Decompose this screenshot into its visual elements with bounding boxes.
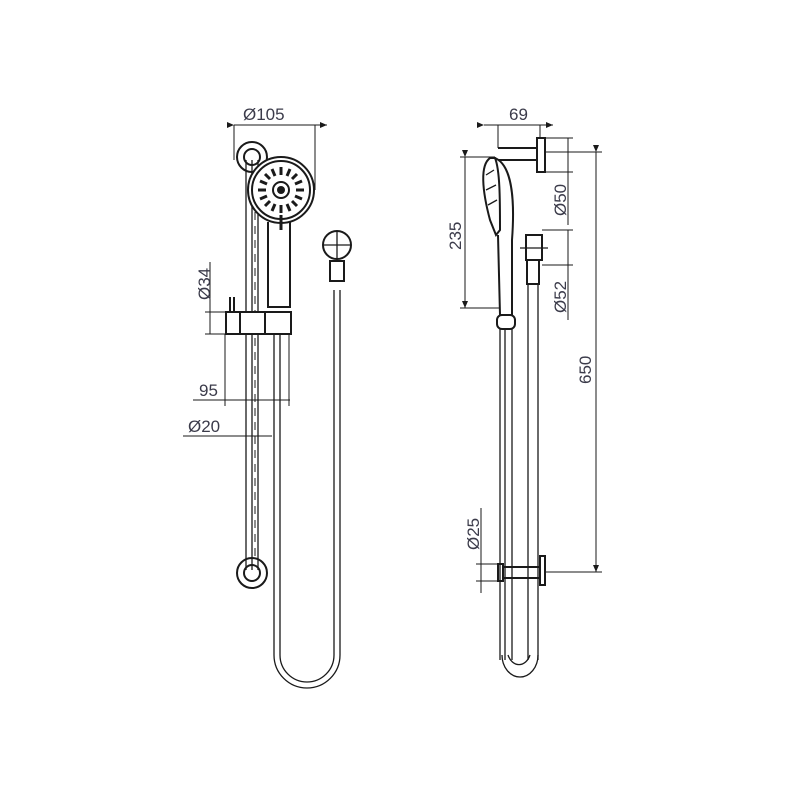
label-d20: Ø20	[188, 417, 220, 436]
dim-20: Ø20	[183, 417, 272, 437]
dim-95: 95	[193, 334, 290, 406]
label-d95: 95	[199, 381, 218, 400]
wall-outlet-icon	[322, 230, 352, 282]
label-d34: Ø34	[195, 268, 214, 300]
label-d52: Ø52	[551, 281, 570, 313]
label-d650: 650	[576, 356, 595, 384]
handle-front	[267, 222, 291, 308]
rail-front	[245, 160, 259, 570]
label-d50: Ø50	[551, 184, 570, 216]
top-bracket-icon	[236, 141, 268, 173]
dim-69: 69	[477, 105, 553, 148]
handset-side	[482, 157, 516, 330]
hose-loop-side	[501, 654, 539, 678]
dim-52: Ø52	[542, 229, 573, 320]
slider-front	[225, 297, 292, 335]
side-bottom-bracket	[497, 555, 546, 586]
outlet-side	[520, 234, 548, 660]
label-d25: Ø25	[464, 518, 483, 550]
side-view: 69 Ø50 235 Ø52 650	[446, 105, 602, 678]
bottom-bracket-icon	[236, 557, 268, 589]
shower-head-icon	[247, 156, 315, 230]
dim-50: Ø50	[545, 137, 573, 225]
label-d69: 69	[509, 105, 528, 124]
front-view: Ø105 Ø34 95 Ø20	[183, 105, 352, 689]
label-d105: Ø105	[243, 105, 285, 124]
dim-25: Ø25	[464, 508, 498, 593]
dim-105: Ø105	[227, 105, 327, 190]
side-top-bracket	[498, 137, 546, 173]
label-d235: 235	[446, 222, 465, 250]
rail-side	[499, 329, 513, 660]
hose-front	[273, 290, 341, 689]
dim-235: 235	[446, 150, 500, 309]
dim-650: 650	[545, 145, 602, 573]
dim-34: Ø34	[195, 262, 226, 335]
